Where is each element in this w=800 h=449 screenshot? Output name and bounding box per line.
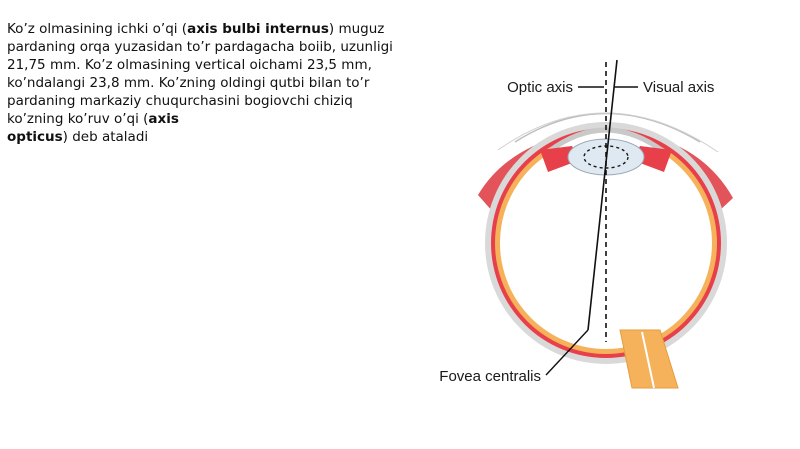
fovea-leader-line [545,329,589,376]
label-fovea-centralis: Fovea centralis [439,368,541,385]
description-paragraph: Ko’z olmasining ichki o’qi (axis bulbi i… [7,20,395,146]
label-visual-axis: Visual axis [643,79,714,96]
visual-axis-line [587,59,618,331]
optic-nerve-fiber [641,331,655,389]
paragraph-text-3: ) deb ataladi [62,129,149,145]
optic-nerve [619,329,679,389]
label-optic-axis: Optic axis [507,79,573,96]
paragraph-text-2: ) muguz pardaning orqa yuzasidan to’r pa… [7,21,393,127]
paragraph-text-1: Ko’z olmasining ichki o’qi ( [7,21,188,37]
term-axis: axis [148,111,179,127]
eyelid-upper-arc [514,112,701,143]
term-opticus: opticus [7,129,63,145]
eyelid-outer-arc [497,112,719,153]
term-axis-bulbi-internus: axis bulbi internus [187,21,329,37]
